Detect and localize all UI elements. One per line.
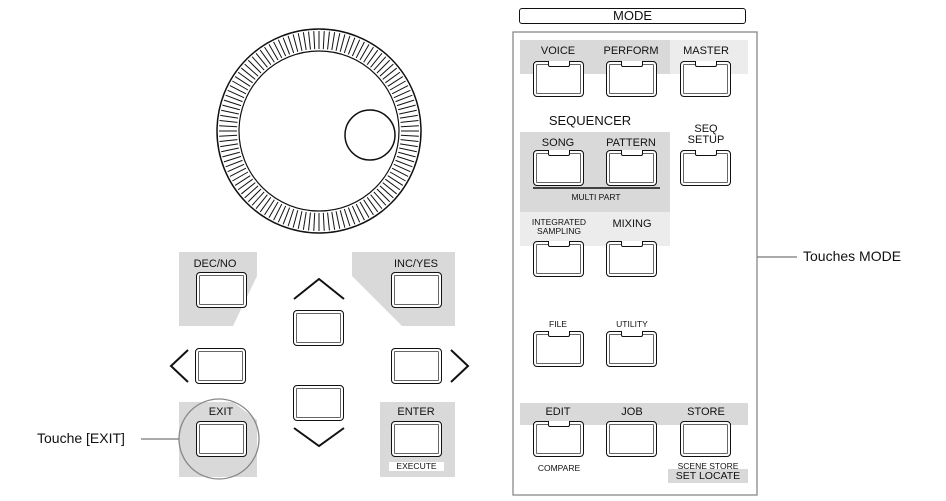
master-label: MASTER [683,45,729,57]
master-button[interactable] [680,61,731,97]
job-label: JOB [621,406,643,418]
voice-label: VOICE [540,45,576,57]
file-label: FILE [549,319,567,329]
dec-no-button[interactable] [196,272,247,308]
edit-job-store-region [520,403,748,425]
file-led [547,331,570,337]
dial-knurling [219,31,419,231]
pattern-led [620,150,643,156]
set-locate-label: SET LOCATE [675,470,741,482]
mode-header-box: MODE [519,8,746,24]
left-arrow-icon [169,349,189,383]
mixing-label: MIXING [612,218,652,230]
right-button[interactable] [391,348,442,384]
store-button[interactable] [680,421,731,457]
scene-store-label: SCENE STORE [677,461,739,471]
mixing-button[interactable] [606,241,657,277]
song-led [547,150,570,156]
sequencer-label: SEQUENCER [548,113,632,128]
pattern-button[interactable] [606,150,657,186]
set-locate-region [668,469,748,483]
seq-setup-label-1: SEQ [694,123,718,135]
song-button[interactable] [533,150,584,186]
pattern-label: PATTERN [606,137,656,149]
mixing-led [620,241,643,247]
data-dial[interactable] [216,28,422,234]
compare-label: COMPARE [537,463,581,473]
perform-label: PERFORM [603,45,659,57]
right-arrow-icon [450,349,470,383]
exit-button[interactable] [196,421,247,457]
dial-finger-dimple [344,109,396,161]
enter-button[interactable] [391,421,442,457]
file-button[interactable] [533,331,584,367]
multi-part-label: MULTI PART [571,192,621,202]
utility-label: UTILITY [616,319,648,329]
job-button[interactable] [606,421,657,457]
inc-yes-label: INC/YES [393,258,438,270]
edit-button[interactable] [533,421,584,457]
integrated-sampling-button[interactable] [533,241,584,277]
song-label: SONG [541,137,575,149]
voice-led [547,61,570,67]
exit-label: EXIT [208,406,234,418]
up-button[interactable] [293,310,344,346]
exit-callout: Touche [EXIT] [37,430,125,446]
inc-yes-button[interactable] [391,272,442,308]
seq-setup-label-2: SETUP [687,134,725,146]
execute-label: EXECUTE [389,462,444,471]
edit-label: EDIT [545,406,571,418]
integrated-sampling-label-1: INTEGRATED [531,217,587,227]
left-button[interactable] [195,348,246,384]
seq-setup-led [694,150,717,156]
mode-callout: Touches MODE [803,248,902,264]
integrated-sampling-led [547,241,570,247]
mode-header: MODE [613,8,652,23]
utility-button[interactable] [606,331,657,367]
mode-panel-frame [512,31,758,496]
down-arrow-icon [293,427,345,448]
up-arrow-icon [293,277,345,300]
seq-setup-button[interactable] [680,150,731,186]
utility-led [620,331,643,337]
dec-no-label: DEC/NO [193,258,237,270]
integrated-sampling-label-2: SAMPLING [537,226,581,236]
perform-led [620,61,643,67]
down-button[interactable] [293,385,344,421]
perform-button[interactable] [606,61,657,97]
enter-label: ENTER [397,406,435,418]
master-led [694,61,717,67]
store-label: STORE [687,406,725,418]
voice-button[interactable] [533,61,584,97]
sampling-mixing-region [520,212,670,246]
edit-led [547,421,570,427]
